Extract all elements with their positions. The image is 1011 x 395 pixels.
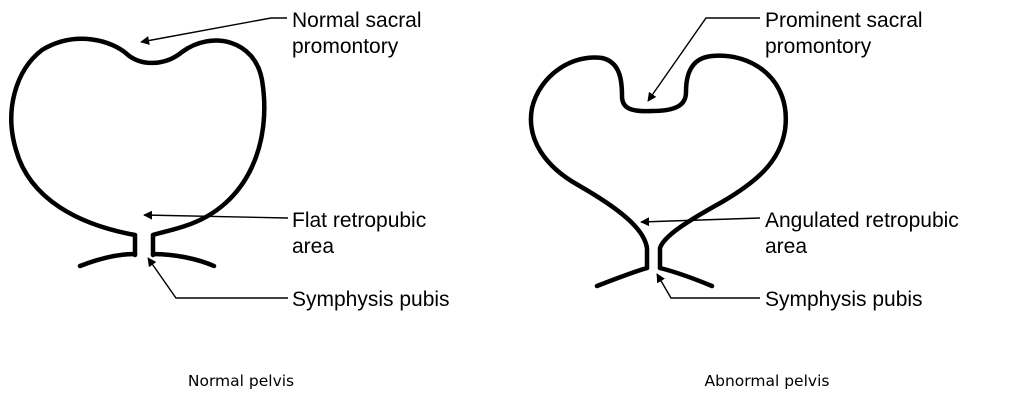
- normal-retropubic-label-line1: Flat retropubic: [292, 209, 426, 232]
- abnormal-left-pubic-arch: [597, 268, 647, 286]
- normal-left-pubic-arch: [80, 254, 135, 266]
- abnormal-retropubic-label-line1: Angulated retropubic: [765, 209, 959, 232]
- abnormal-promontory-label-line2: promontory: [765, 35, 872, 58]
- abnormal-right-pubic-arch: [660, 268, 712, 286]
- normal-promontory-label: Normal sacral promontory: [292, 9, 427, 58]
- normal-pelvic-inlet-outline: [11, 39, 264, 255]
- abnormal-pelvis-figure: Prominent sacral promontory Angulated re…: [531, 9, 965, 390]
- normal-pelvis-caption: Normal pelvis: [188, 372, 294, 390]
- normal-retropubic-leader: [144, 215, 288, 218]
- normal-promontory-label-line2: promontory: [292, 35, 399, 58]
- abnormal-pelvis-caption: Abnormal pelvis: [705, 372, 830, 390]
- normal-promontory-label-line1: Normal sacral: [292, 9, 422, 32]
- normal-pelvis-figure: Normal sacral promontory Flat retropubic…: [11, 9, 449, 390]
- abnormal-pelvic-inlet-outline: [531, 56, 786, 268]
- abnormal-promontory-label: Prominent sacral promontory: [765, 9, 928, 58]
- abnormal-retropubic-leader: [641, 218, 760, 222]
- abnormal-retropubic-label: Angulated retropubic area: [765, 209, 965, 258]
- normal-symphysis-leader: [148, 258, 288, 298]
- abnormal-symphysis-label: Symphysis pubis: [765, 288, 923, 311]
- normal-right-pubic-arch: [153, 254, 214, 266]
- abnormal-retropubic-label-line2: area: [765, 235, 807, 258]
- abnormal-promontory-label-line1: Prominent sacral: [765, 9, 923, 32]
- normal-retropubic-label-line2: area: [292, 235, 334, 258]
- normal-symphysis-label: Symphysis pubis: [292, 288, 450, 311]
- normal-retropubic-label: Flat retropubic area: [292, 209, 432, 258]
